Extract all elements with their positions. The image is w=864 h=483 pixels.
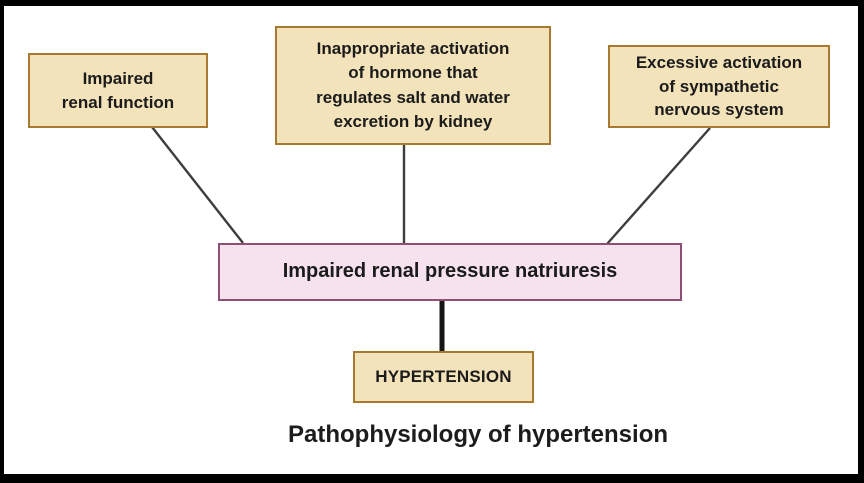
connector-impaired-renal-function [151,126,244,244]
node-hormone-activation: Inappropriate activation of hormone that… [275,26,551,145]
node-pressure-natriuresis: Impaired renal pressure natriuresis [218,243,682,301]
node-sympathetic-activation: Excessive activation of sympathetic nerv… [608,45,830,128]
connector-sympathetic-activation [606,127,711,245]
node-hypertension: HYPERTENSION [353,351,534,403]
connector-lines [151,126,711,352]
node-impaired-renal-function: Impaired renal function [28,53,208,128]
diagram-title: Pathophysiology of hypertension [287,421,669,448]
